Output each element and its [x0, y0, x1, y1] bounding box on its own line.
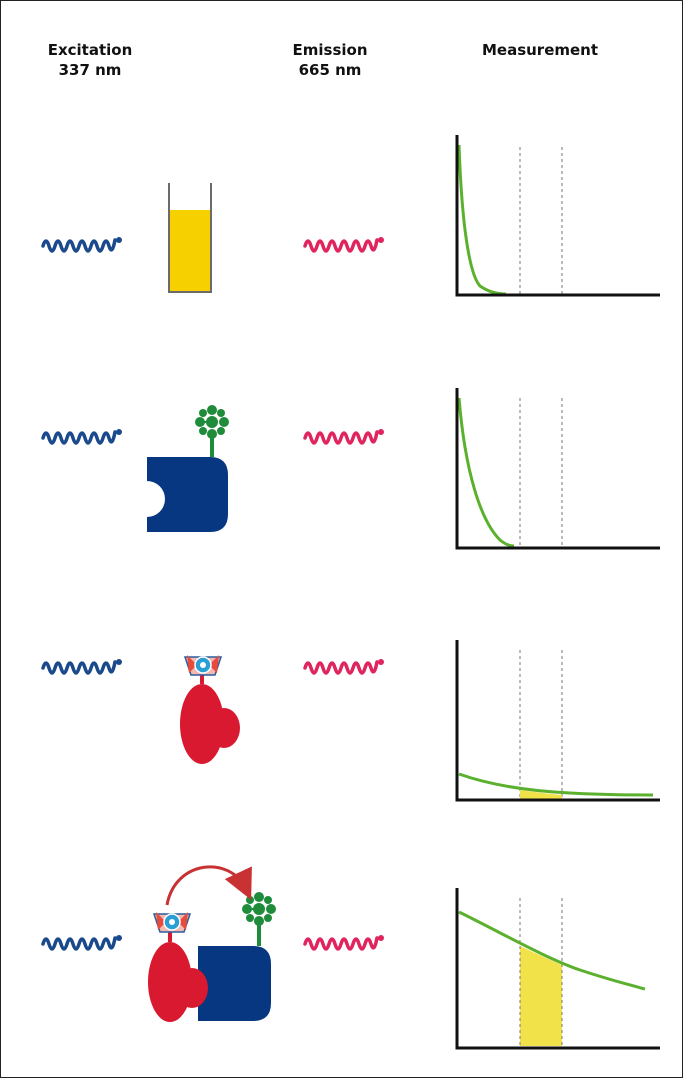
row-2 — [41, 388, 660, 550]
decay-curve — [458, 910, 646, 991]
fret-complex-icon — [148, 865, 277, 1022]
excitation-wave-icon — [41, 429, 122, 445]
acceptor-fluorophore-icon — [194, 404, 230, 440]
measurement-plot-1 — [455, 135, 660, 297]
plot-axes — [455, 388, 660, 550]
excitation-wave-icon — [41, 237, 122, 253]
plot-axes — [455, 135, 660, 297]
cuvette-icon — [168, 183, 212, 293]
emission-wavelength: 665 nm — [298, 61, 362, 79]
row-1 — [41, 135, 660, 297]
donor-cryptate-icon — [184, 654, 222, 676]
measurement-plot-2 — [455, 388, 660, 550]
plot-axes — [455, 888, 660, 1050]
acceptor-protein-icon — [147, 404, 230, 532]
header-measurement: Measurement — [460, 40, 620, 60]
measured-signal-area — [520, 790, 562, 799]
excitation-label: Excitation — [47, 41, 133, 59]
acceptor-fluorophore-icon — [241, 891, 277, 927]
decay-curve — [457, 144, 507, 296]
donor-cryptate-icon — [153, 911, 191, 933]
header-excitation: Excitation 337 nm — [40, 40, 140, 80]
header-emission: Emission 665 nm — [280, 40, 380, 80]
measured-signal-area — [520, 946, 562, 1046]
measurement-plot-3 — [455, 640, 660, 802]
excitation-wave-icon — [41, 659, 122, 675]
decay-curve — [457, 397, 515, 548]
row-4 — [41, 865, 660, 1050]
emission-wave-icon — [303, 429, 384, 445]
donor-protein-icon — [180, 654, 240, 764]
emission-label: Emission — [292, 41, 368, 59]
emission-wave-icon — [303, 237, 384, 253]
emission-wave-icon — [303, 935, 384, 951]
emission-wave-icon — [303, 659, 384, 675]
energy-transfer-arrow-icon — [165, 865, 252, 906]
decay-curve — [458, 772, 654, 797]
plot-axes — [455, 640, 660, 802]
row-3 — [41, 640, 660, 802]
excitation-wave-icon — [41, 935, 122, 951]
excitation-wavelength: 337 nm — [58, 61, 122, 79]
measurement-plot-4 — [455, 888, 660, 1050]
measurement-label: Measurement — [481, 41, 599, 59]
